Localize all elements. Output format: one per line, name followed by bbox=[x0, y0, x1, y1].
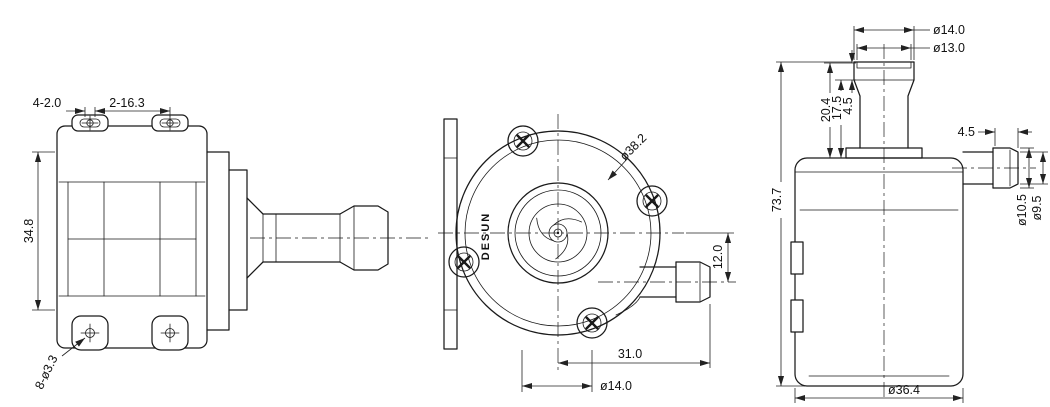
brand-label: DESUN bbox=[480, 212, 492, 261]
dims-side-right: ø14.0 ø13.0 20.4 17.5 4.5 bbox=[770, 23, 1048, 403]
outlet-nozzle-left bbox=[206, 151, 430, 331]
dim-slot-pitch: 2-16.3 bbox=[109, 96, 144, 110]
dim-body-dia: ø36.4 bbox=[888, 383, 920, 397]
outlet-nozzle-front bbox=[598, 261, 736, 316]
dim-inlet-step: 4.5 bbox=[841, 97, 855, 114]
dim-inlet-id: ø13.0 bbox=[933, 41, 965, 55]
screw-top-icon bbox=[507, 125, 539, 157]
dim-mount-height: 34.8 bbox=[22, 219, 36, 243]
view-side-right: ø14.0 ø13.0 20.4 17.5 4.5 bbox=[770, 23, 1048, 403]
outlet-nozzle-right bbox=[952, 147, 1036, 189]
view-front: DESUN ø38.2 12.0 31.0 ø14.0 bbox=[438, 114, 736, 393]
dim-inlet-height: 20.4 bbox=[819, 98, 833, 122]
dim-inlet-od: ø14.0 bbox=[933, 23, 965, 37]
screw-right-icon bbox=[636, 185, 668, 217]
screw-left-icon bbox=[448, 246, 480, 278]
dim-outlet-offset: 12.0 bbox=[711, 245, 725, 269]
mounting-flange-edge bbox=[443, 118, 458, 350]
dim-slot-width: 4-2.0 bbox=[33, 96, 62, 110]
dim-outlet-id: ø9.5 bbox=[1030, 195, 1044, 220]
dim-outlet-barb-len: 4.5 bbox=[958, 125, 975, 139]
dim-overall-height: 73.7 bbox=[770, 188, 784, 212]
dim-outlet-od: ø10.5 bbox=[1015, 194, 1029, 226]
pump-body-right bbox=[790, 157, 964, 387]
pump-body-left bbox=[56, 114, 208, 351]
dim-outlet-reach: 31.0 bbox=[618, 347, 642, 361]
screw-bottom-icon bbox=[576, 307, 608, 339]
dim-inlet-barb-height: 17.5 bbox=[830, 96, 844, 120]
dim-outlet-dia-front: ø14.0 bbox=[600, 379, 632, 393]
